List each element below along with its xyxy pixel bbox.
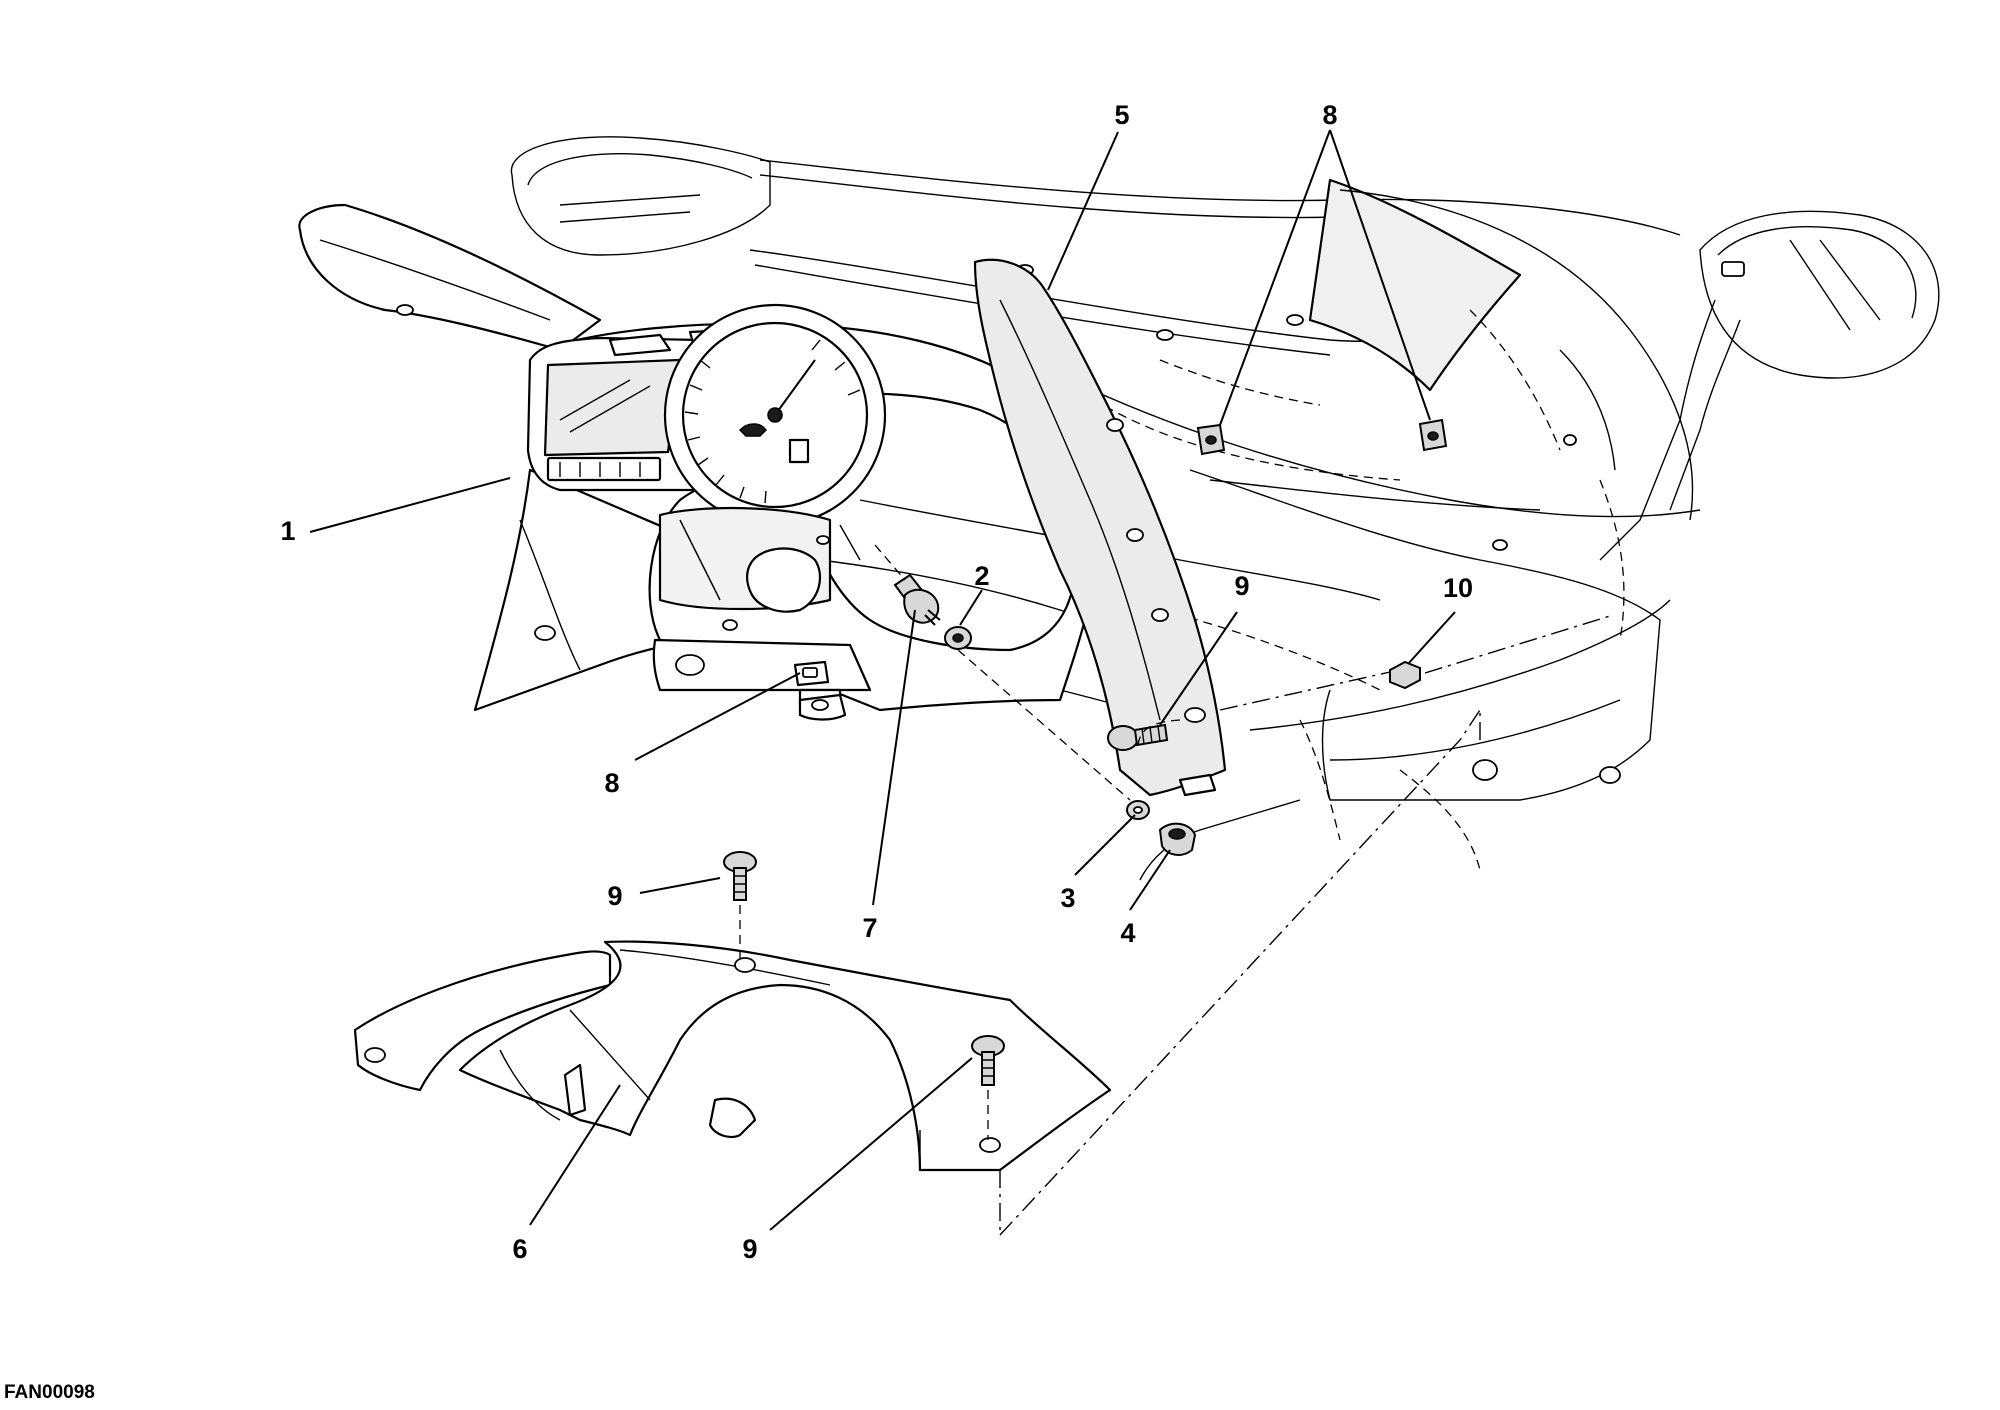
callout-1: 1 xyxy=(280,516,295,546)
callout-7: 7 xyxy=(862,913,877,943)
callout-4: 4 xyxy=(1120,918,1135,948)
drawing-code: FAN00098 xyxy=(4,1382,95,1403)
small-nut xyxy=(1389,660,1421,690)
callout-5: 5 xyxy=(1114,100,1129,130)
side-panel xyxy=(973,258,1227,797)
mirror xyxy=(1599,210,1940,561)
callout-8-upper: 8 xyxy=(1322,100,1337,130)
callout-9-upper: 9 xyxy=(1234,571,1249,601)
clip-nut-1 xyxy=(1196,423,1226,456)
small-washer xyxy=(1126,800,1150,820)
callout-8-lower: 8 xyxy=(604,768,619,798)
callout-6: 6 xyxy=(512,1234,527,1264)
leader-lines xyxy=(309,129,1456,1231)
screw-lower xyxy=(971,1035,1005,1086)
instrument-panel xyxy=(298,203,1102,721)
callout-9-middle: 9 xyxy=(607,881,622,911)
screw-middle xyxy=(723,851,757,901)
callout-3: 3 xyxy=(1060,883,1075,913)
callout-10: 10 xyxy=(1443,573,1473,603)
callout-2: 2 xyxy=(974,561,989,591)
lower-cover xyxy=(353,940,1112,1172)
screw-upper xyxy=(1107,723,1169,751)
assembly-lines xyxy=(739,544,1611,1236)
callout-labels: 1 2 3 4 5 6 7 8 8 9 9 9 10 xyxy=(280,100,1473,1264)
tachometer-ticks xyxy=(684,339,861,504)
clip-nut-2 xyxy=(1418,418,1448,452)
washer xyxy=(944,626,972,650)
stud-mount xyxy=(893,573,941,626)
grommet xyxy=(1158,822,1197,856)
callout-9-lower: 9 xyxy=(742,1234,757,1264)
